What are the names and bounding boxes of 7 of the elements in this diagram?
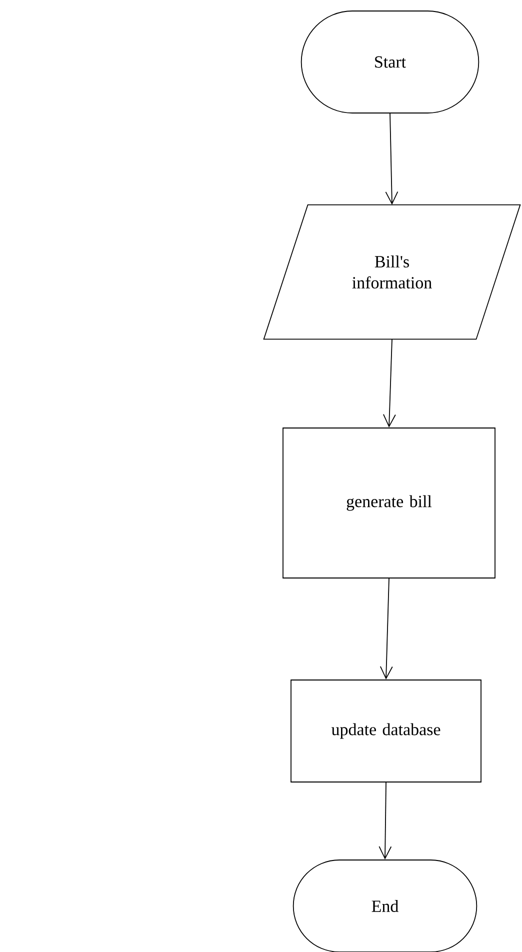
process-box: generate bill — [282, 428, 496, 578]
input-parallelogram: Bill's information — [263, 204, 521, 340]
arrow — [385, 113, 398, 205]
arrow — [380, 578, 393, 680]
arrow — [378, 782, 392, 860]
arrow — [383, 338, 396, 428]
process-box: update database — [290, 680, 482, 782]
